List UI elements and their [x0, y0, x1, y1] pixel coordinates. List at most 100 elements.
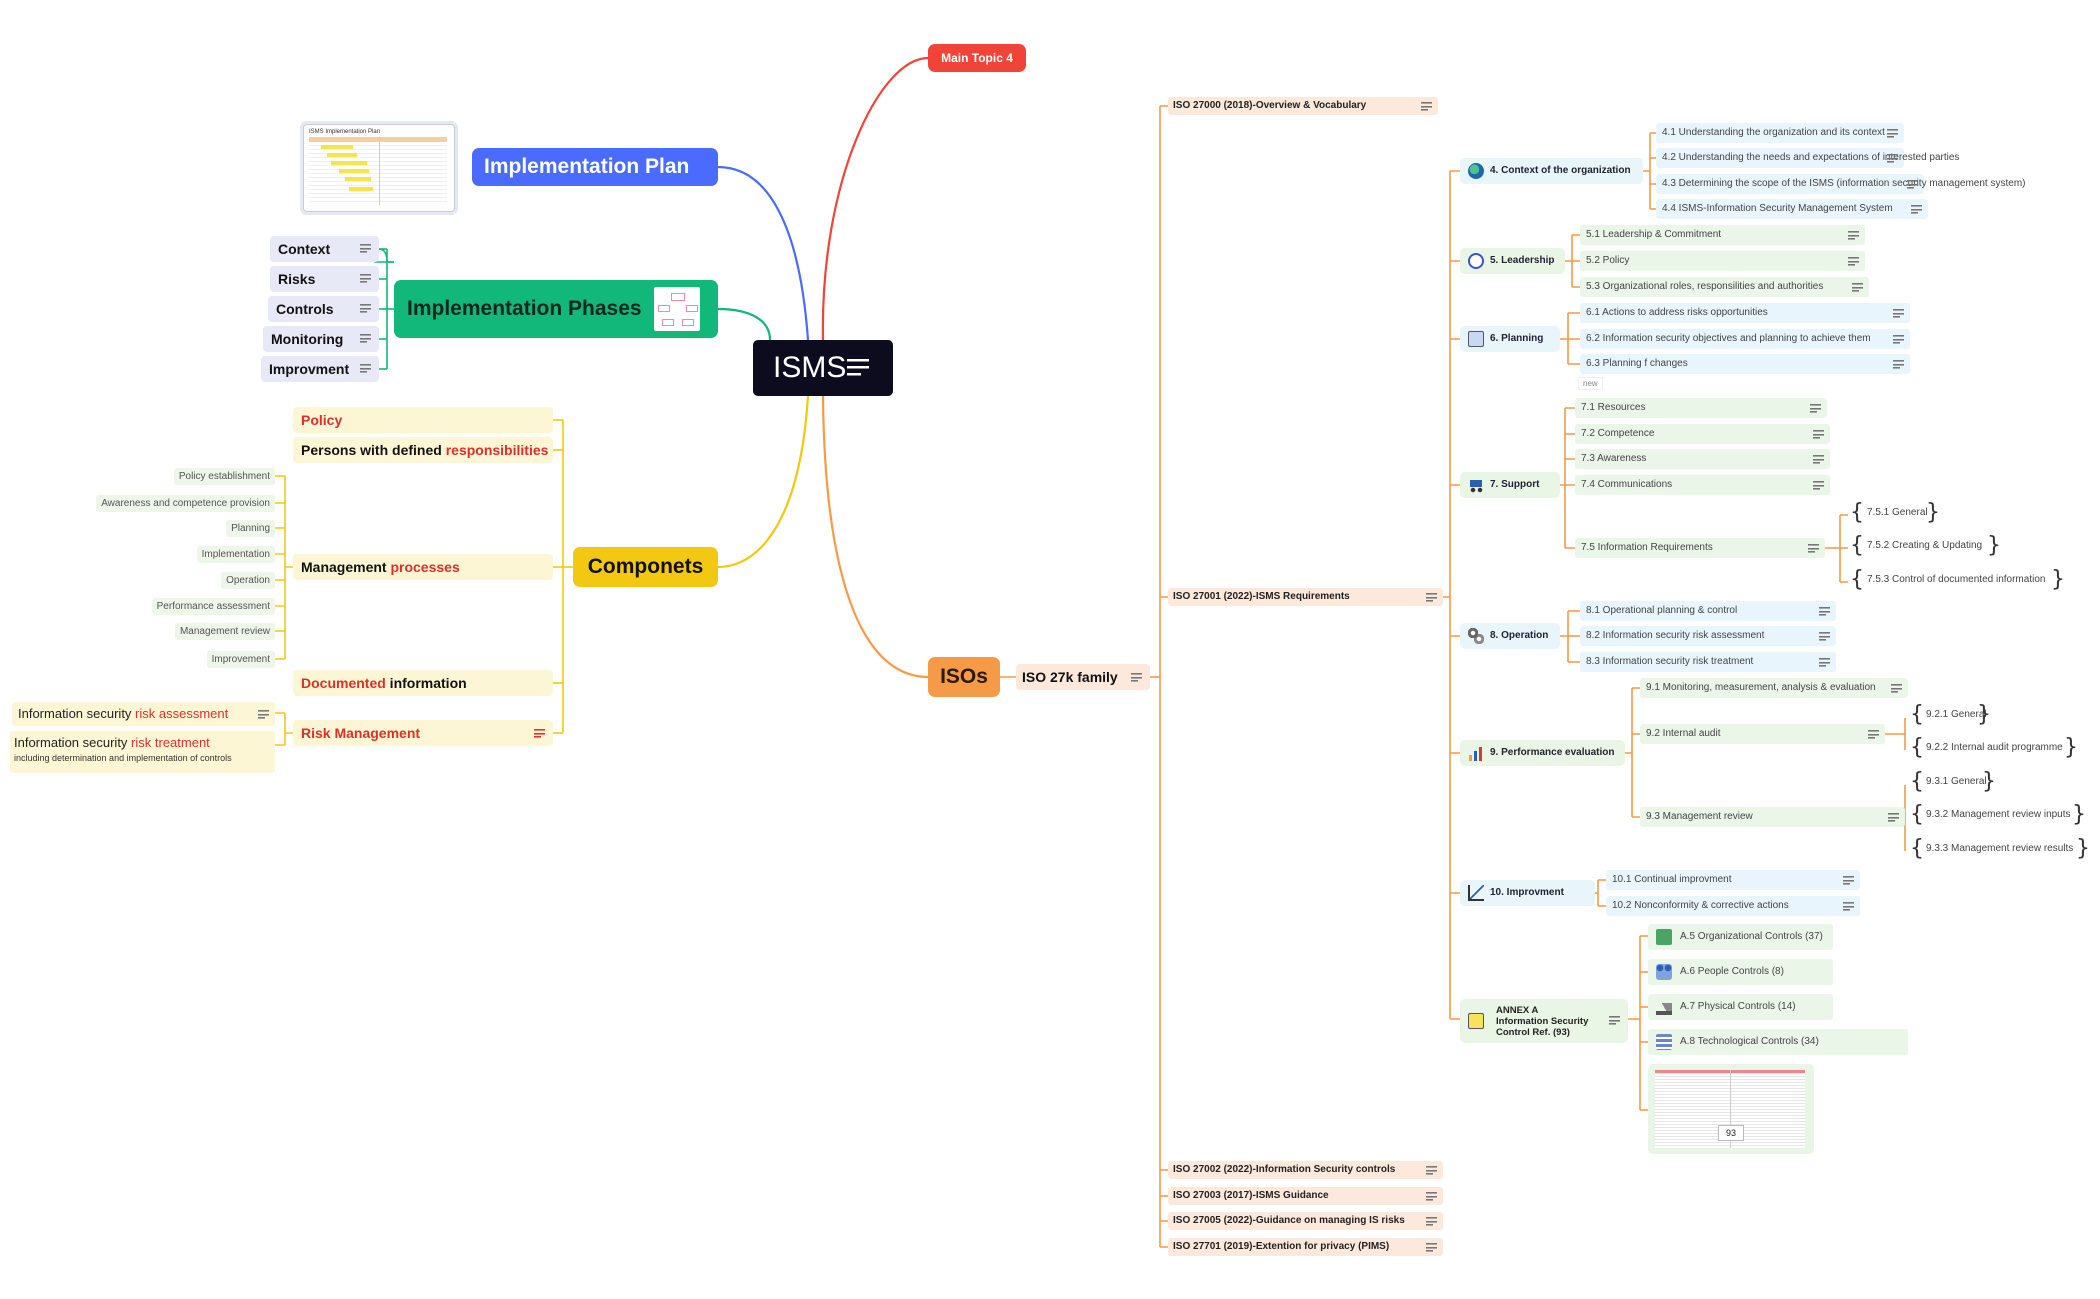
phase-item[interactable]: Controls — [268, 296, 379, 322]
notes-icon[interactable] — [1426, 1192, 1437, 1201]
phase-item[interactable]: Context — [270, 236, 379, 262]
branch-implementation-plan[interactable]: Implementation Plan — [472, 148, 718, 186]
sub-clause-label[interactable]: 9.2.2 Internal audit programme — [1926, 742, 2063, 753]
clause-8-operation[interactable]: 8. Operation — [1460, 623, 1560, 649]
notes-icon[interactable] — [360, 364, 371, 373]
management-process-item[interactable]: Planning — [226, 520, 275, 537]
notes-icon[interactable] — [1609, 1016, 1620, 1025]
clause-item[interactable]: 9.1 Monitoring, measurement, analysis & … — [1640, 678, 1908, 698]
sub-clause-label[interactable]: 7.5.1 General — [1867, 507, 1928, 518]
iso-standard-item[interactable]: ISO 27003 (2017)-ISMS Guidance — [1168, 1187, 1443, 1205]
clause-item[interactable]: 8.2 Information security risk assessment — [1580, 626, 1836, 646]
annex-control-item[interactable]: A.5 Organizational Controls (37) — [1648, 924, 1833, 950]
management-process-item[interactable]: Performance assessment — [151, 598, 275, 615]
notes-icon[interactable] — [1911, 205, 1922, 214]
annex-control-item[interactable]: A.8 Technological Controls (34) — [1648, 1029, 1908, 1055]
management-process-item[interactable]: Implementation — [196, 546, 275, 563]
clause-item[interactable]: 7.4 Communications — [1575, 475, 1830, 495]
clause-item[interactable]: 8.3 Information security risk treatment — [1580, 652, 1836, 672]
notes-icon[interactable] — [1843, 902, 1854, 911]
clause-4-context[interactable]: 4. Context of the organization — [1460, 158, 1643, 184]
sub-clause-label[interactable]: 9.3.2 Management review inputs — [1926, 809, 2071, 820]
sub-clause-label[interactable]: 9.2.1 General — [1926, 709, 1987, 720]
notes-icon[interactable] — [1819, 658, 1830, 667]
implementation-plan-thumbnail[interactable]: ISMS Implementation Plan — [303, 124, 455, 212]
clause-item[interactable]: 4.4 ISMS-Information Security Management… — [1656, 199, 1928, 219]
clause-item[interactable]: 7.2 Competence — [1575, 424, 1830, 444]
notes-icon[interactable] — [1813, 430, 1824, 439]
risk-treatment-item[interactable]: Information security risk treatment incl… — [10, 731, 275, 773]
clause-item[interactable]: 7.5 Information Requirements — [1575, 538, 1825, 558]
phase-item[interactable]: Improvment — [261, 356, 379, 382]
management-process-item[interactable]: Policy establishment — [173, 468, 275, 485]
notes-icon[interactable] — [360, 304, 371, 313]
component-documented-information[interactable]: Documented information — [293, 670, 553, 696]
sub-clause-label[interactable]: 7.5.3 Control of documented information — [1867, 574, 2046, 585]
clause-item[interactable]: 10.2 Nonconformity & corrective actions — [1606, 896, 1860, 916]
branch-implementation-phases[interactable]: Implementation Phases — [394, 280, 718, 338]
notes-icon[interactable] — [1819, 632, 1830, 641]
notes-icon[interactable] — [258, 710, 269, 719]
clause-10-improvment[interactable]: 10. Improvment — [1460, 880, 1595, 906]
iso-standard-item[interactable]: ISO 27002 (2022)-Information Security co… — [1168, 1161, 1443, 1179]
notes-icon[interactable] — [360, 244, 371, 253]
notes-icon[interactable] — [534, 729, 545, 738]
iso-standard-item[interactable]: ISO 27000 (2018)-Overview & Vocabulary — [1168, 97, 1438, 115]
notes-icon[interactable] — [1848, 257, 1859, 266]
clause-9-performance-evaluation[interactable]: 9. Performance evaluation — [1460, 740, 1625, 766]
clause-item[interactable]: 5.1 Leadership & Commitment — [1580, 225, 1865, 245]
clause-item[interactable]: 4.2 Understanding the needs and expectat… — [1656, 148, 1959, 168]
notes-icon[interactable] — [360, 334, 371, 343]
annex-control-item[interactable]: A.6 People Controls (8) — [1648, 959, 1833, 985]
clause-item[interactable]: 10.1 Continual improvment — [1606, 870, 1860, 890]
clause-item[interactable]: 4.3 Determining the scope of the ISMS (i… — [1656, 174, 2026, 194]
root-node-isms[interactable]: ISMS — [753, 340, 893, 396]
phase-item[interactable]: Monitoring — [263, 326, 379, 352]
clause-item[interactable]: 6.1 Actions to address risks opportuniti… — [1580, 303, 1910, 323]
notes-icon[interactable] — [1426, 1217, 1437, 1226]
annex-controls-thumbnail[interactable]: 93 — [1648, 1064, 1814, 1154]
clause-item[interactable]: 7.3 Awareness — [1575, 449, 1830, 469]
notes-icon[interactable] — [1893, 335, 1904, 344]
notes-icon[interactable] — [1810, 404, 1821, 413]
clause-item[interactable]: 8.1 Operational planning & control — [1580, 601, 1836, 621]
clause-item[interactable]: 7.1 Resources — [1575, 398, 1827, 418]
notes-icon[interactable] — [1426, 1243, 1437, 1252]
clause-item[interactable]: 6.3 Planning f changes — [1580, 354, 1910, 374]
risk-assessment-item[interactable]: Information security risk assessment — [12, 702, 275, 726]
clause-item[interactable]: 4.1 Understanding the organization and i… — [1656, 123, 1904, 143]
notes-icon[interactable] — [1813, 481, 1824, 490]
notes-icon[interactable] — [1813, 455, 1824, 464]
component-management-processes[interactable]: Management processes — [293, 554, 553, 580]
new-tag[interactable]: new — [1578, 377, 1603, 390]
iso-standard-item[interactable]: ISO 27701 (2019)-Extention for privacy (… — [1168, 1238, 1443, 1256]
management-process-item[interactable]: Operation — [221, 572, 275, 589]
branch-componets[interactable]: Componets — [573, 547, 718, 587]
notes-icon[interactable] — [1421, 102, 1432, 111]
management-process-item[interactable]: Improvement — [206, 651, 275, 668]
notes-icon[interactable] — [1893, 360, 1904, 369]
component-risk-management[interactable]: Risk Management — [293, 720, 553, 746]
annex-control-item[interactable]: A.7 Physical Controls (14) — [1648, 994, 1833, 1020]
sub-clause-label[interactable]: 9.3.1 General — [1926, 776, 1987, 787]
notes-icon[interactable] — [1426, 1166, 1437, 1175]
notes-icon[interactable] — [1907, 180, 1918, 189]
notes-icon[interactable] — [1868, 730, 1879, 739]
clause-item[interactable]: 5.3 Organizational roles, responsilities… — [1580, 277, 1869, 297]
clause-item[interactable]: 6.2 Information security objectives and … — [1580, 329, 1910, 349]
phase-item[interactable]: Risks — [270, 266, 379, 292]
notes-icon[interactable] — [1131, 673, 1142, 682]
diagram-thumbnail[interactable] — [654, 287, 700, 331]
branch-isos[interactable]: ISOs — [928, 657, 1000, 697]
notes-icon[interactable] — [847, 359, 869, 376]
sub-clause-label[interactable]: 7.5.2 Creating & Updating — [1867, 540, 1983, 551]
notes-icon[interactable] — [1887, 154, 1898, 163]
notes-icon[interactable] — [1891, 684, 1902, 693]
notes-icon[interactable] — [360, 274, 371, 283]
iso-27k-family[interactable]: ISO 27k family — [1016, 664, 1150, 690]
iso-standard-item[interactable]: ISO 27005 (2022)-Guidance on managing IS… — [1168, 1212, 1443, 1230]
clause-item[interactable]: 5.2 Policy — [1580, 251, 1865, 271]
component-persons[interactable]: Persons with defined responsibilities — [293, 437, 553, 463]
annex-a-node[interactable]: ANNEX A Information Security Control Ref… — [1460, 999, 1628, 1043]
clause-5-leadership[interactable]: 5. Leadership — [1460, 248, 1565, 274]
